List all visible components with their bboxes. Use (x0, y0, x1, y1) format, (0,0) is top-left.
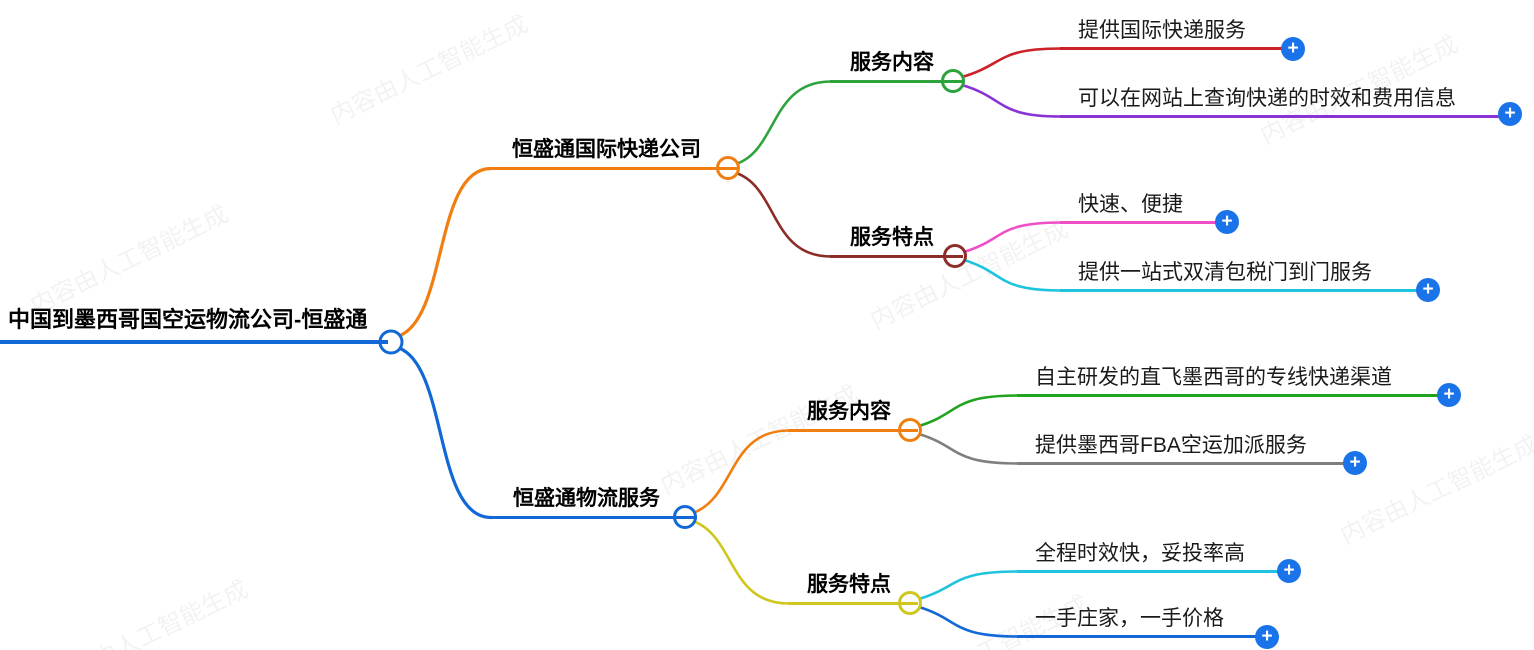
node-label: 服务特点 (807, 573, 891, 596)
edge-root-to-branch1 (397, 166, 493, 338)
edge-content2-to-leaf2 (917, 432, 1020, 465)
node-branch2-service-feature[interactable]: 服务特点 (788, 572, 918, 605)
edge-branch1-to-feature (734, 171, 833, 258)
edge-content1-to-leaf1 (960, 47, 1063, 79)
edge-feature1-to-leaf2 (962, 258, 1063, 292)
node-branch1-service-content[interactable]: 服务内容 (830, 50, 962, 83)
node-branch1-express-company[interactable]: 恒盛通国际快递公司 (490, 137, 739, 170)
edge-branch2-to-content (691, 429, 791, 515)
edge-feature2-to-leaf2 (917, 605, 1020, 638)
ai-watermark: 内容由人工智能生成 (1336, 430, 1534, 550)
leaf-label: 自主研发的直飞墨西哥的专线快递渠道 (1035, 366, 1392, 389)
node-branch2-logistics-service[interactable]: 恒盛通物流服务 (490, 486, 697, 519)
add-node-button plus-icon[interactable]: + (1255, 625, 1279, 649)
leaf-first-hand-price[interactable]: 一手庄家，一手价格 (1017, 606, 1261, 638)
edge-root-to-branch2 (397, 346, 493, 520)
leaf-direct-flight-channel[interactable]: 自主研发的直飞墨西哥的专线快递渠道 (1017, 365, 1446, 397)
leaf-international-express-service[interactable]: 提供国际快递服务 (1060, 18, 1291, 50)
leaf-fba-air-service[interactable]: 提供墨西哥FBA空运加派服务 (1017, 433, 1355, 465)
edge-feature1-to-leaf1 (962, 221, 1063, 254)
node-label: 恒盛通国际快递公司 (512, 138, 701, 161)
node-root-label: 中国到墨西哥国空运物流公司-恒盛通 (8, 307, 368, 332)
add-node-button plus-icon[interactable]: + (1281, 37, 1305, 61)
leaf-door-to-door-service[interactable]: 提供一站式双清包税门到门服务 (1060, 260, 1431, 292)
edge-branch1-to-content (734, 80, 833, 166)
add-node-button plus-icon[interactable]: + (1343, 451, 1367, 475)
add-node-button plus-icon[interactable]: + (1215, 210, 1239, 234)
ai-watermark: 内容由人工智能生成 (326, 10, 533, 130)
leaf-website-query-info[interactable]: 可以在网站上查询快递的时效和费用信息 (1060, 86, 1515, 118)
add-node-button plus-icon[interactable]: + (1416, 278, 1440, 302)
node-branch1-service-feature[interactable]: 服务特点 (830, 225, 963, 258)
node-root[interactable]: 中国到墨西哥国空运物流公司-恒盛通 (0, 306, 388, 344)
leaf-label: 快速、便捷 (1078, 193, 1183, 216)
ai-watermark: 内容由人工智能生成 (656, 380, 863, 500)
edge-content2-to-leaf1 (917, 394, 1020, 428)
leaf-fast-delivery-rate[interactable]: 全程时效快，妥投率高 (1017, 541, 1291, 573)
edge-branch2-to-feature (691, 519, 791, 605)
leaf-label: 可以在网站上查询快递的时效和费用信息 (1078, 87, 1456, 110)
leaf-label: 一手庄家，一手价格 (1035, 607, 1224, 630)
leaf-label: 提供一站式双清包税门到门服务 (1078, 261, 1372, 284)
node-branch2-service-content[interactable]: 服务内容 (788, 399, 918, 432)
node-label: 服务内容 (850, 51, 934, 74)
ai-watermark: 内容由人工智能生成 (26, 200, 233, 320)
leaf-fast-convenient[interactable]: 快速、便捷 (1060, 192, 1221, 224)
leaf-label: 提供国际快递服务 (1078, 19, 1246, 42)
add-node-button plus-icon[interactable]: + (1277, 559, 1301, 583)
edge-content1-to-leaf2 (960, 83, 1063, 118)
edge-feature2-to-leaf1 (917, 570, 1020, 601)
ai-watermark: 内容由人工智能生成 (46, 575, 253, 650)
add-node-button plus-icon[interactable]: + (1498, 102, 1522, 126)
leaf-label: 全程时效快，妥投率高 (1035, 542, 1245, 565)
node-label: 恒盛通物流服务 (513, 487, 660, 510)
node-label: 服务内容 (807, 400, 891, 423)
node-label: 服务特点 (850, 226, 934, 249)
leaf-label: 提供墨西哥FBA空运加派服务 (1035, 434, 1307, 457)
add-node-button plus-icon[interactable]: + (1437, 383, 1461, 407)
